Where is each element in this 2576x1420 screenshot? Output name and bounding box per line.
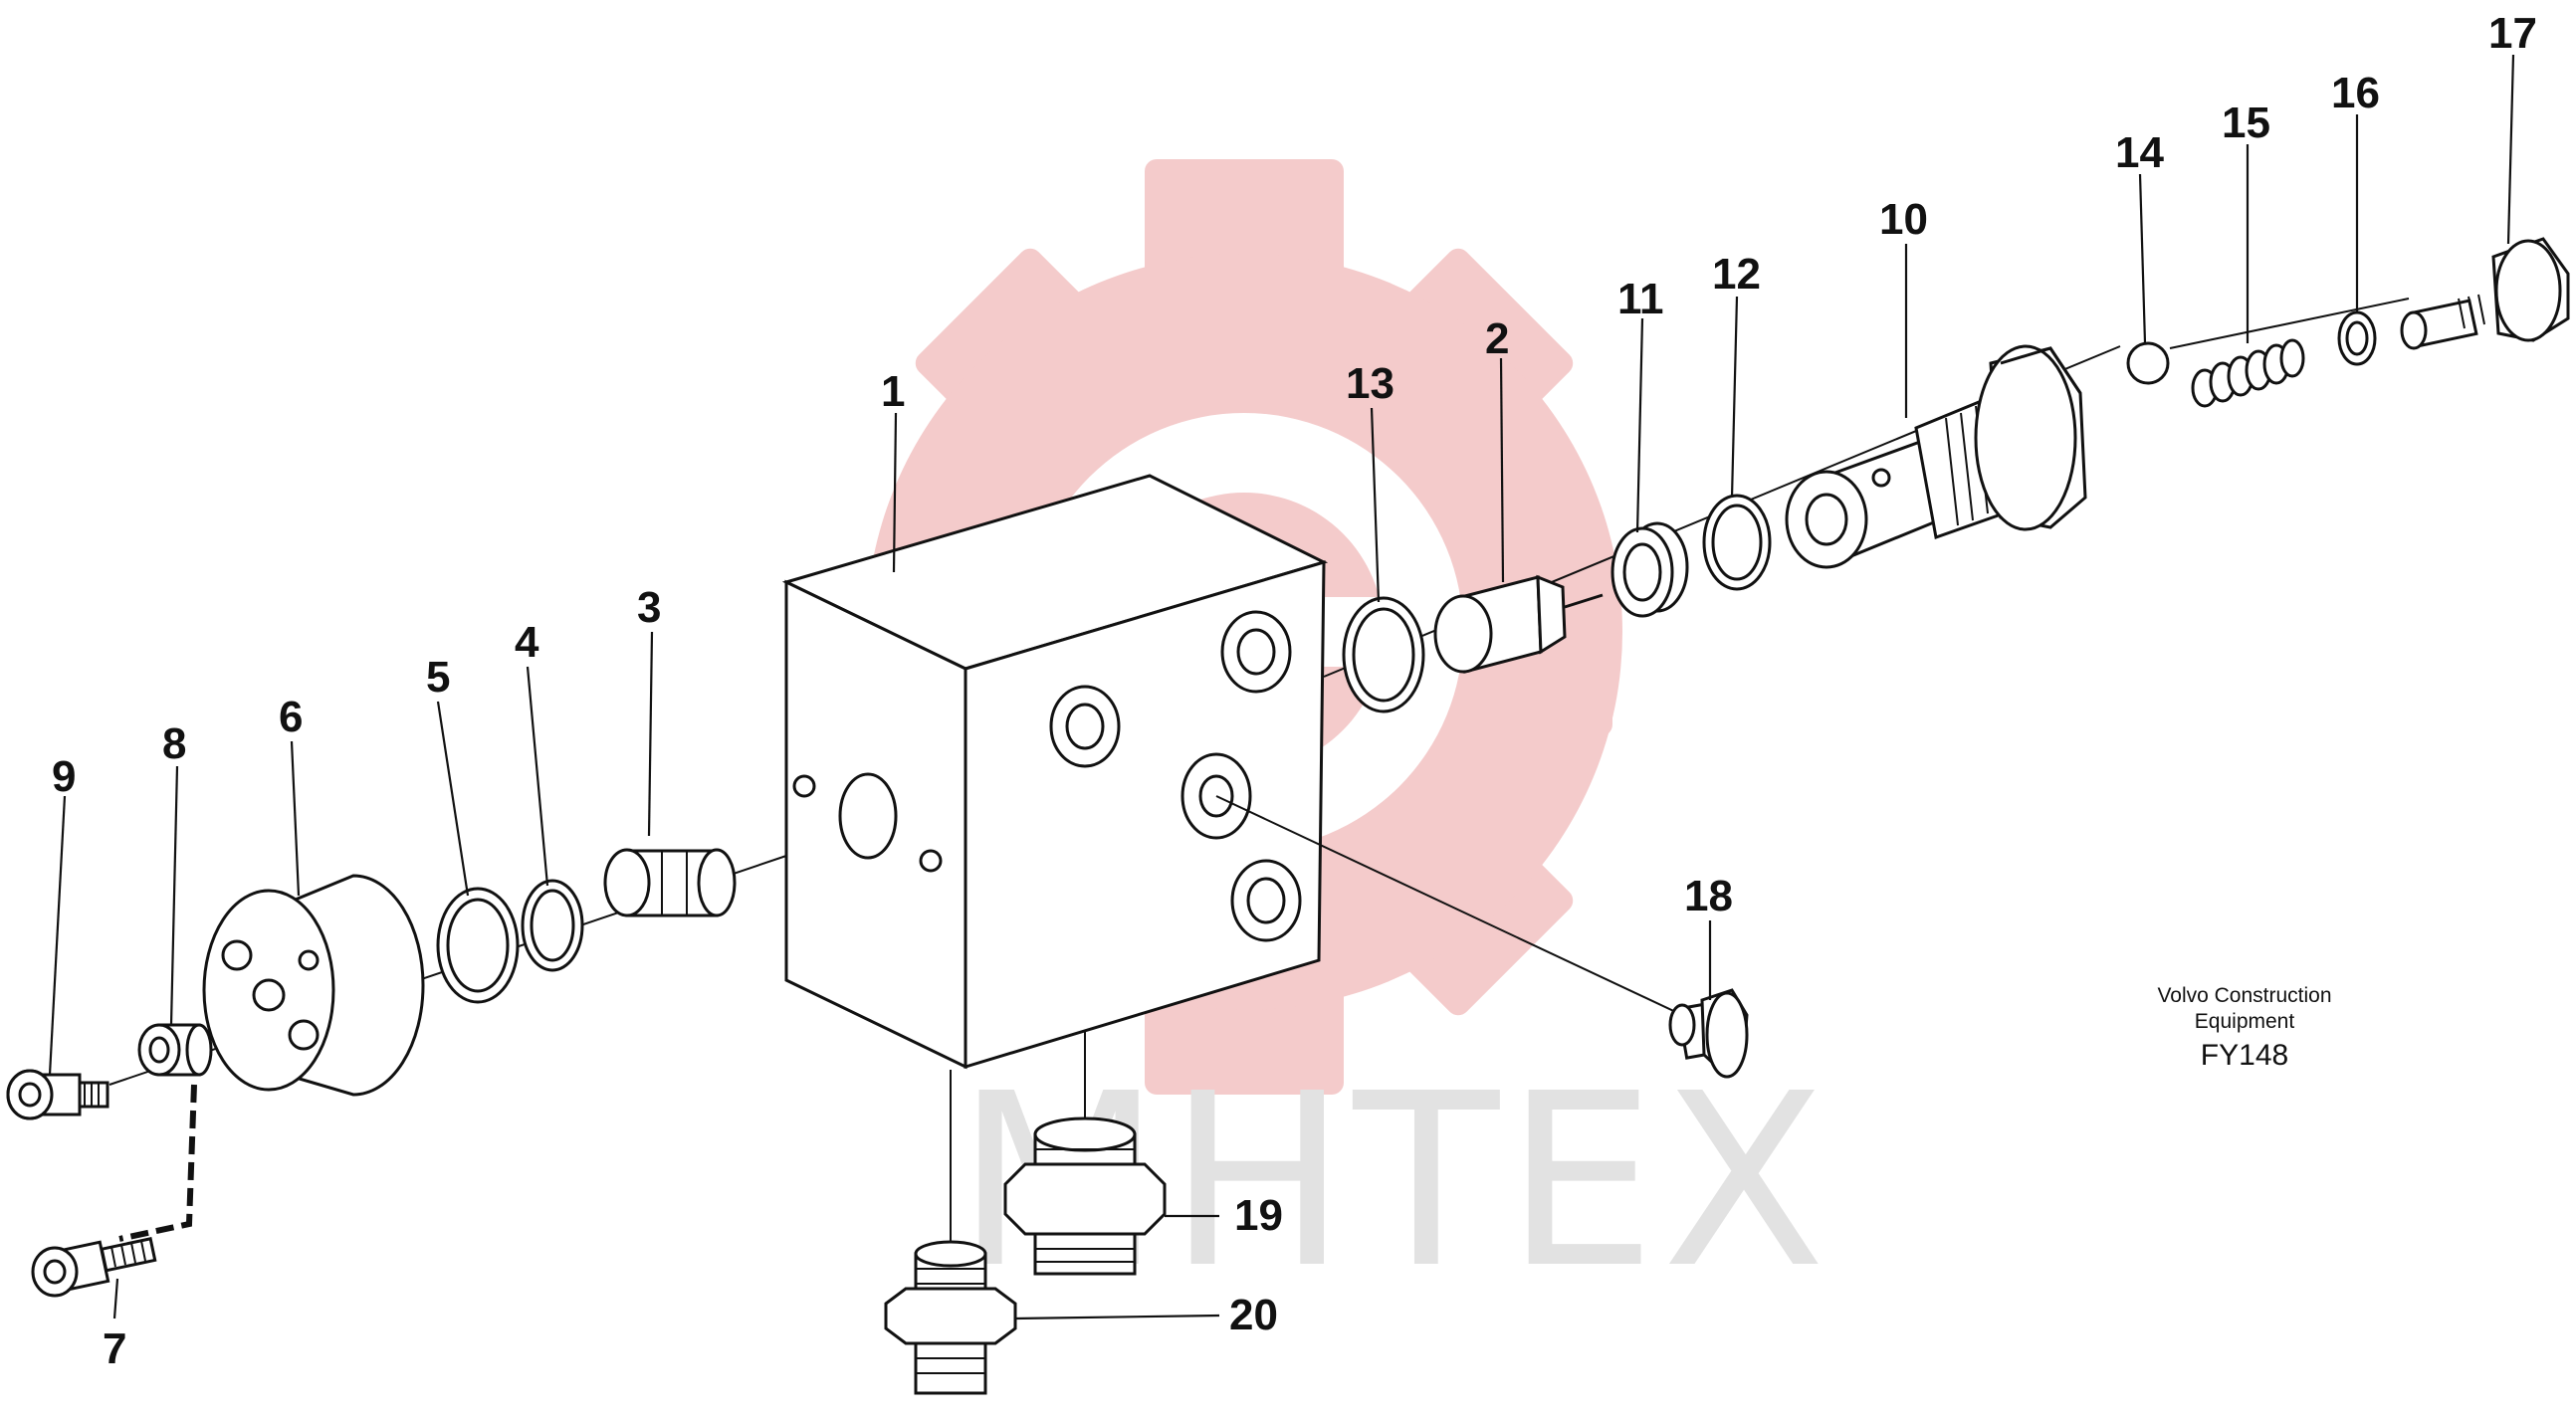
- adapter-part-20: [884, 1240, 1017, 1395]
- callout-5: 5: [426, 653, 450, 702]
- callout-17: 17: [2488, 9, 2537, 58]
- valve-block-part-1: [781, 474, 1329, 1070]
- callout-6: 6: [279, 693, 303, 741]
- callout-3: 3: [637, 583, 661, 632]
- figure-caption: Volvo Construction Equipment FY148: [2157, 984, 2331, 1072]
- callout-12: 12: [1712, 250, 1761, 299]
- o-ring-part-5: [436, 887, 520, 1004]
- ball-part-14: [2126, 341, 2170, 385]
- callout-9: 9: [52, 752, 76, 801]
- cap-screw-part-7: [31, 1237, 157, 1298]
- callout-20: 20: [1229, 1291, 1278, 1339]
- washer-part-16: [2337, 310, 2377, 366]
- adapter-part-19: [1003, 1116, 1167, 1276]
- spacer-part-8: [137, 1023, 213, 1077]
- plug-part-3: [603, 848, 737, 917]
- piston-part-2: [1433, 574, 1604, 674]
- callout-10: 10: [1879, 195, 1928, 244]
- seal-ring-part-13: [1342, 596, 1425, 713]
- callout-7: 7: [103, 1324, 126, 1373]
- caption-line-2: Equipment: [2195, 1010, 2295, 1033]
- callout-13: 13: [1346, 359, 1395, 408]
- callout-1: 1: [881, 367, 905, 416]
- callout-leader-lines: [48, 54, 2515, 1320]
- callout-16: 16: [2331, 69, 2380, 117]
- callout-19: 19: [1234, 1191, 1283, 1240]
- callout-11: 11: [1617, 275, 1664, 323]
- callout-4: 4: [515, 618, 539, 667]
- adjusting-screw-part-17: [2400, 237, 2570, 350]
- cap-screw-part-9: [6, 1069, 109, 1120]
- callout-15: 15: [2222, 99, 2270, 147]
- figure-id: FY148: [2201, 1039, 2288, 1072]
- bushing-part-11: [1610, 521, 1689, 618]
- callout-8: 8: [162, 719, 186, 768]
- seal-ring-part-12: [1702, 494, 1772, 591]
- cover-part-6: [202, 874, 425, 1097]
- spring-part-15: [2191, 338, 2305, 408]
- plug-part-18: [1668, 988, 1749, 1079]
- caption-line-1: Volvo Construction: [2157, 984, 2331, 1007]
- valve-cartridge-part-10: [1785, 344, 2087, 569]
- callout-18: 18: [1684, 872, 1733, 920]
- callout-14: 14: [2115, 128, 2164, 177]
- callout-labels: 1 2 3 4 5 6 7 8 9 10 11 12 13 14 15 16 1…: [52, 9, 2537, 1373]
- callout-2: 2: [1485, 314, 1509, 363]
- back-up-ring-part-4: [521, 879, 584, 972]
